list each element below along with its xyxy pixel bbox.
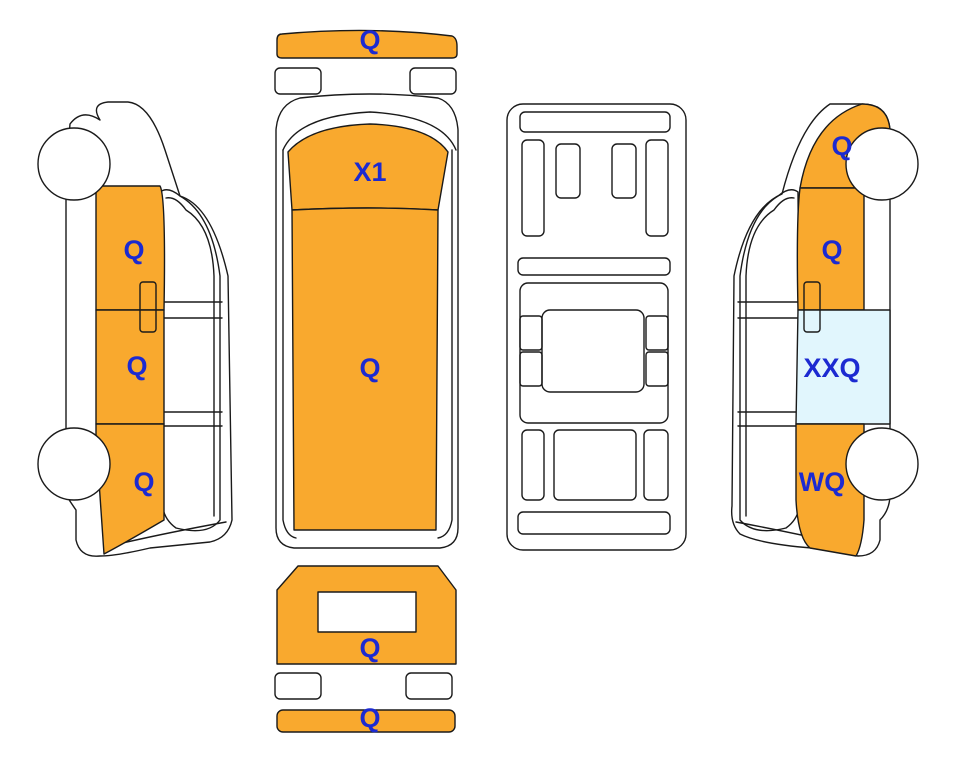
right-front-wheel [845, 127, 919, 201]
underbody-right-tab-bottom [645, 351, 669, 387]
damage-codes: Q X1 Q Q Q Q Q Q Q Q XXQ WQ [123, 25, 860, 733]
underbody-left-tab-top [519, 315, 543, 351]
underbody-right-tab-top [645, 315, 669, 351]
label-left-rear-panel: Q [133, 467, 154, 497]
underbody-front-bar [519, 111, 671, 133]
right-tail-light [405, 672, 453, 700]
label-front-bumper: Q [359, 25, 380, 55]
underbody-seat-1 [521, 139, 545, 237]
underbody-left-tab-bottom [519, 351, 543, 387]
label-left-front-door: Q [123, 235, 144, 265]
windshield-frame [282, 111, 457, 151]
label-right-middle-panel: XXQ [803, 353, 860, 383]
rear-bumper[interactable] [276, 709, 456, 733]
right-door-handle [803, 281, 821, 333]
underbody-seat-2 [555, 143, 581, 199]
label-rear-bumper: Q [359, 703, 380, 733]
left-window-frame [159, 189, 221, 532]
underbody-rear-center [553, 429, 637, 501]
underbody-rear-left [521, 429, 545, 501]
roof[interactable] [291, 207, 439, 531]
right-window-frame [739, 189, 801, 532]
label-right-front-fender: Q [831, 131, 852, 161]
label-right-rear-panel: WQ [799, 467, 846, 497]
label-hood: X1 [353, 157, 386, 187]
underbody-rear-bar [517, 511, 671, 535]
underbody-seat-4 [645, 139, 669, 237]
underbody-seat-3 [611, 143, 637, 199]
rear-window [317, 591, 417, 633]
left-rear-panel[interactable] [95, 423, 165, 555]
underbody-center-box [541, 309, 645, 393]
right-glass-line [745, 197, 795, 517]
right-rear-wheel [845, 427, 919, 501]
left-front-wheel [37, 127, 111, 201]
right-headlight [409, 67, 457, 95]
front-view [274, 29, 458, 95]
left-tail-light [274, 672, 322, 700]
left-rear-wheel [37, 427, 111, 501]
left-door-handle [139, 281, 157, 333]
top-view [275, 93, 459, 549]
top-body-outline [275, 93, 459, 549]
left-glass-line [165, 197, 215, 517]
underbody-outline [506, 103, 687, 551]
label-right-front-door: Q [821, 235, 842, 265]
underbody-mid-bar [517, 257, 671, 276]
right-body-side [437, 149, 453, 539]
right-side-view [730, 103, 919, 557]
right-middle-panel[interactable] [795, 309, 891, 425]
front-bumper[interactable] [276, 29, 458, 59]
left-body-side [282, 149, 297, 539]
right-side-outline [730, 103, 891, 557]
left-headlight [274, 67, 322, 95]
label-roof: Q [359, 353, 380, 383]
underbody-view [506, 103, 687, 551]
label-rear-door: Q [359, 633, 380, 663]
label-left-middle-panel: Q [126, 351, 147, 381]
left-side-view [37, 101, 233, 557]
rear-view [274, 565, 457, 733]
underbody-rear-right [643, 429, 669, 501]
